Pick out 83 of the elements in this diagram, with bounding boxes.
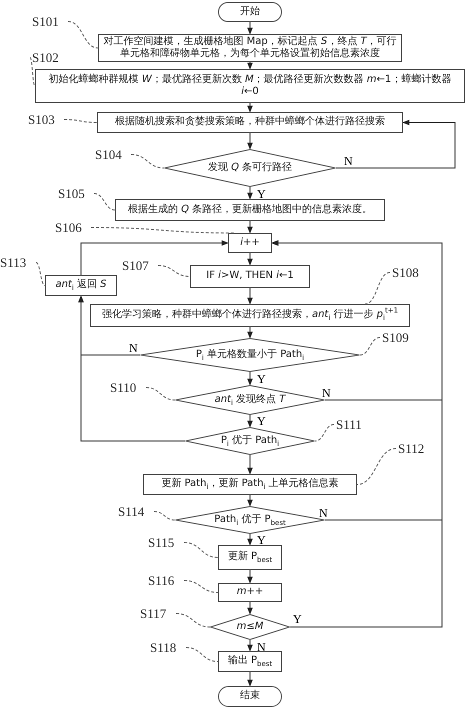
- process-box: IF i>W, THEN i←1: [190, 265, 310, 288]
- leader-line: [68, 21, 98, 48]
- arrow: [247, 640, 253, 652]
- leader-line: [90, 227, 234, 234]
- leader-line: [94, 193, 116, 210]
- arrow: [271, 240, 442, 628]
- process-box: ant$_{i}$ 返回 S: [45, 275, 117, 296]
- step-label: S109: [382, 330, 409, 346]
- leader-line: [158, 265, 190, 277]
- step-label: S102: [32, 50, 59, 66]
- process-box: m++: [218, 583, 282, 602]
- arrow: [247, 414, 253, 428]
- step-label: S112: [398, 441, 424, 458]
- step-label: S108: [392, 265, 419, 282]
- step-label: S113: [0, 255, 26, 272]
- arrow: [78, 295, 186, 442]
- edge-label: Y: [256, 188, 267, 200]
- edge-label: N: [321, 387, 332, 399]
- step-label: S104: [95, 147, 122, 164]
- process-box: i++: [228, 233, 272, 253]
- step-label: S105: [58, 186, 85, 202]
- decision-diamond: P$_{i}$ 优于 Path$_{i}$: [185, 427, 315, 455]
- arrow: [247, 326, 253, 339]
- edge-label: Y: [292, 613, 303, 625]
- arrow: [247, 454, 253, 475]
- step-label: S115: [148, 535, 174, 552]
- leader-line: [186, 647, 218, 662]
- step-label: S110: [110, 380, 136, 396]
- process-box: 对工作空间建模，生成栅格地图 Map，标记起点 S，终点 T，可行单元格和障碍物单元格，为每个单元格设置初始信息素浓度: [98, 34, 402, 62]
- edge-label: Y: [256, 373, 267, 385]
- step-label: S101: [32, 14, 59, 30]
- decision-diamond: m≤M: [210, 614, 290, 640]
- leader-line: [154, 511, 176, 520]
- arrow: [247, 570, 253, 584]
- arrow: [247, 132, 253, 150]
- edge-label: Y: [256, 534, 267, 546]
- edge-label: N: [128, 342, 139, 354]
- arrow: [247, 372, 253, 386]
- arrow: [247, 102, 253, 113]
- terminator: 结束: [218, 686, 282, 707]
- decision-diamond: P$_{i}$ 单元格数量小于 Path$_{i}$: [140, 338, 360, 372]
- process-box: 输出 P$_{best}$: [218, 651, 282, 672]
- step-label: S117: [140, 606, 166, 622]
- edge-label: Y: [256, 415, 267, 427]
- process-box: 根据随机搜索和贪婪搜索策略，种群中蟑螂个体进行路径搜索: [97, 112, 403, 133]
- terminator: 开始: [218, 2, 282, 22]
- leader-line: [364, 272, 390, 304]
- leader-line: [176, 613, 210, 628]
- arrow: [247, 22, 253, 35]
- decision-diamond: 发现 Q 条可行路径: [164, 149, 336, 187]
- arrow: [247, 494, 253, 507]
- arrow: [247, 534, 253, 546]
- process-box: 初始化蟑螂种群规模 W；最优路径更新次数 M；最优路径更新次数数器 m←1；蟑螂计数器 i←0: [35, 69, 465, 103]
- arrow: [336, 120, 456, 168]
- process-box: 更新 Path$_{i}$，更新 Path$_{i}$ 上单元格信息素: [143, 474, 357, 495]
- arrow: [247, 62, 253, 70]
- leader-line: [360, 337, 380, 356]
- leader-line: [356, 448, 396, 485]
- arrow: [247, 288, 253, 305]
- process-box: 根据生成的 Q 条路径，更新栅格地图中的信息素浓度。: [115, 199, 385, 221]
- step-label: S107: [122, 258, 149, 274]
- arrow: [247, 602, 253, 615]
- step-label: S116: [148, 573, 174, 590]
- leader-line: [64, 119, 98, 123]
- arrow: [247, 186, 253, 200]
- step-label: S111: [336, 417, 362, 434]
- process-box: 更新 P$_{best}$: [218, 545, 282, 570]
- step-label: S118: [150, 640, 176, 656]
- leader-line: [314, 424, 334, 442]
- step-label: S114: [118, 504, 144, 520]
- leader-line: [30, 57, 36, 86]
- leader-line: [184, 580, 218, 593]
- arrow: [247, 672, 253, 687]
- arrow: [247, 252, 253, 266]
- arrow: [80, 240, 229, 276]
- leader-line: [36, 262, 46, 286]
- edge-label: N: [343, 155, 354, 167]
- leader-line: [184, 542, 218, 558]
- leader-line: [130, 154, 164, 168]
- step-label: S106: [55, 220, 82, 236]
- step-label: S103: [28, 112, 55, 128]
- leader-line: [146, 387, 176, 400]
- arrow: [247, 220, 253, 234]
